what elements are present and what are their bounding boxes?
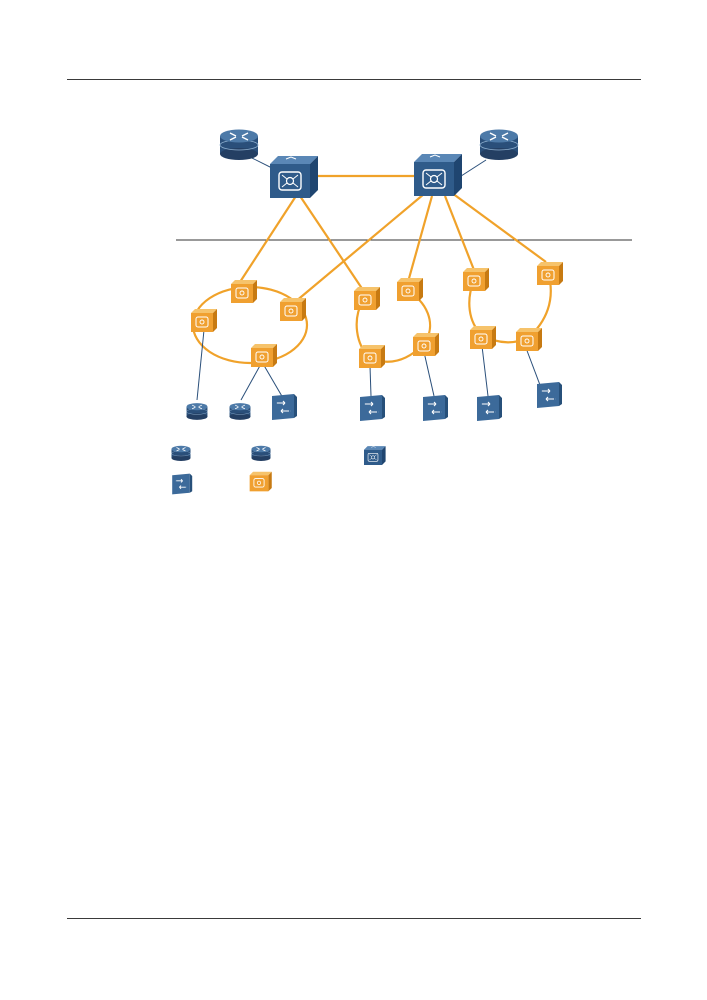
- access-switch-icon: [359, 394, 386, 422]
- edge-switch-icon: [469, 325, 497, 350]
- legend-router-icon: [171, 445, 191, 462]
- edge-switch-icon: [462, 267, 490, 292]
- legend-edge-switch-icon: [249, 471, 273, 492]
- header-rule: [67, 79, 641, 80]
- access-switch-icon: [476, 394, 503, 422]
- core-switch-icon: [413, 153, 463, 197]
- edge-switch-icon: [250, 343, 278, 368]
- edge-switch-icon: [358, 344, 386, 369]
- router-icon: [479, 128, 519, 161]
- edge-switch-icon: [396, 277, 424, 302]
- legend: [171, 445, 386, 496]
- edge-switch-icon: [536, 261, 564, 286]
- router-icon: [186, 402, 208, 421]
- edge-switch-icon: [353, 286, 381, 311]
- edge-switch-icon: [412, 332, 440, 357]
- router-icon: [229, 402, 251, 421]
- legend-router-icon: [251, 445, 271, 462]
- edge-switch-icon: [515, 327, 543, 352]
- access-switch-icon: [422, 394, 449, 422]
- router-icon: [219, 128, 259, 161]
- core-switch-icon: [269, 155, 319, 199]
- access-switch-icon: [271, 393, 298, 421]
- footer-rule: [67, 918, 641, 919]
- legend-access-switch-icon: [171, 472, 193, 496]
- access-links: [196, 329, 541, 401]
- edge-switch-icon: [279, 297, 307, 322]
- edge-switch-icon: [190, 308, 218, 333]
- access-switch-icon: [536, 381, 563, 409]
- edge-switch-icon: [230, 279, 258, 304]
- core-links: [239, 174, 547, 303]
- legend-core-switch-icon: [363, 445, 386, 466]
